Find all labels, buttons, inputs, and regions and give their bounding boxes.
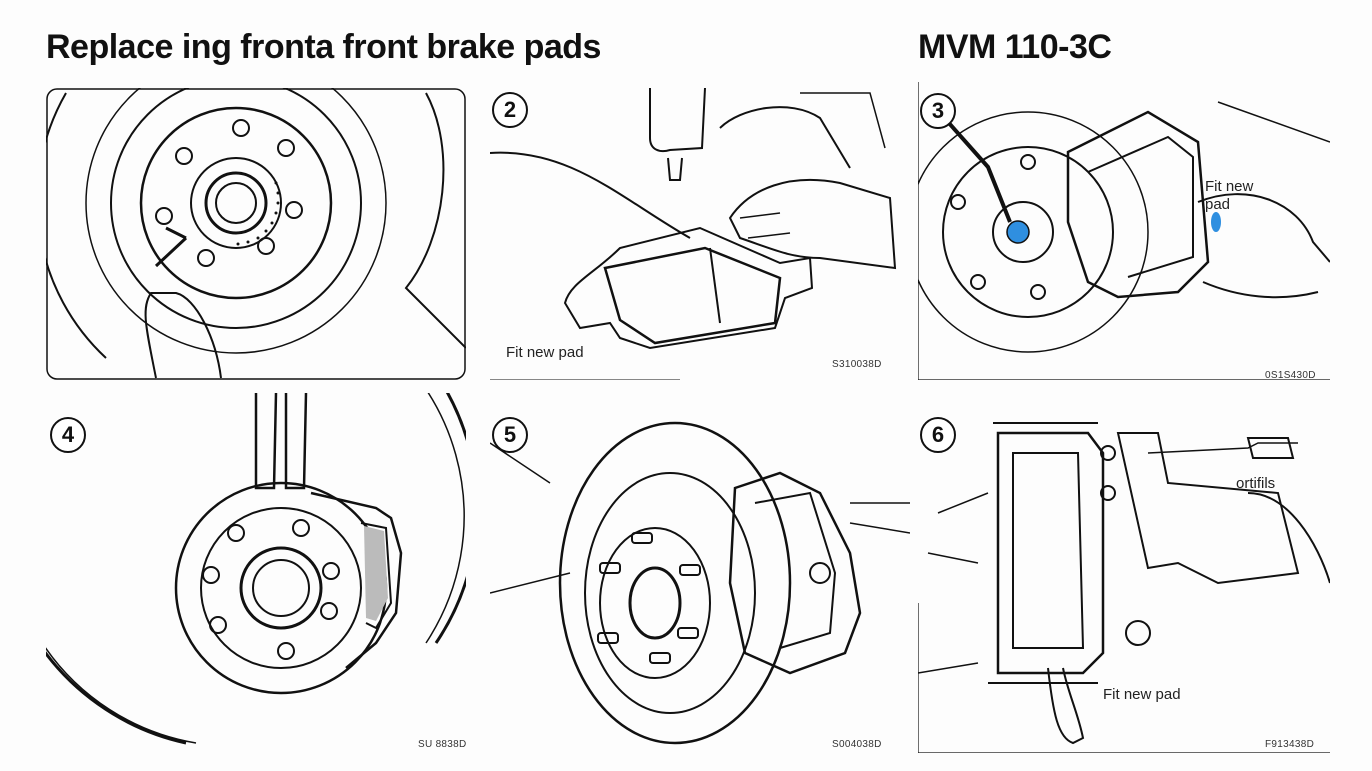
step-number-2: 2: [492, 92, 528, 128]
step-6-caption: Fit new pad: [1103, 686, 1181, 703]
model-number: MVM 110-3C: [918, 28, 1112, 66]
grease-point-icon: [1006, 220, 1030, 244]
step-4-figure-code: SU 8838D: [418, 739, 467, 750]
step-1-illustration: [46, 88, 466, 380]
step-1-panel: [46, 88, 466, 384]
step-4-illustration: [46, 393, 466, 745]
step-2-figure-code: S310038D: [832, 359, 882, 370]
step-4-panel: [46, 393, 466, 745]
step-number-5: 5: [492, 417, 528, 453]
sensor-label: ortifils: [1236, 475, 1276, 492]
pad-contact-highlight: [1211, 212, 1221, 232]
step-3-caption: Fit new pad: [1205, 178, 1254, 213]
step-6-illustration: [918, 422, 1330, 753]
page-title: Replace ing fronta front brake pads: [46, 28, 601, 66]
step-2-illustration: [490, 88, 897, 380]
step-5-panel: [490, 393, 910, 745]
step-5-illustration: [490, 421, 910, 745]
step-3-figure-code: 0Ѕ1Ѕ430D: [1265, 370, 1316, 381]
step-5-figure-code: S004038D: [832, 739, 882, 750]
step-2-panel: [490, 88, 910, 384]
step-6-panel: ortifils: [918, 393, 1338, 753]
step-6-figure-code: F913438D: [1265, 739, 1315, 750]
step-3-illustration: [918, 82, 1330, 380]
step-2-caption: Fit new pad: [506, 344, 584, 361]
step-number-4: 4: [50, 417, 86, 453]
step-number-6: 6: [920, 417, 956, 453]
step-number-3: 3: [920, 93, 956, 129]
step-3-panel: [918, 82, 1338, 380]
